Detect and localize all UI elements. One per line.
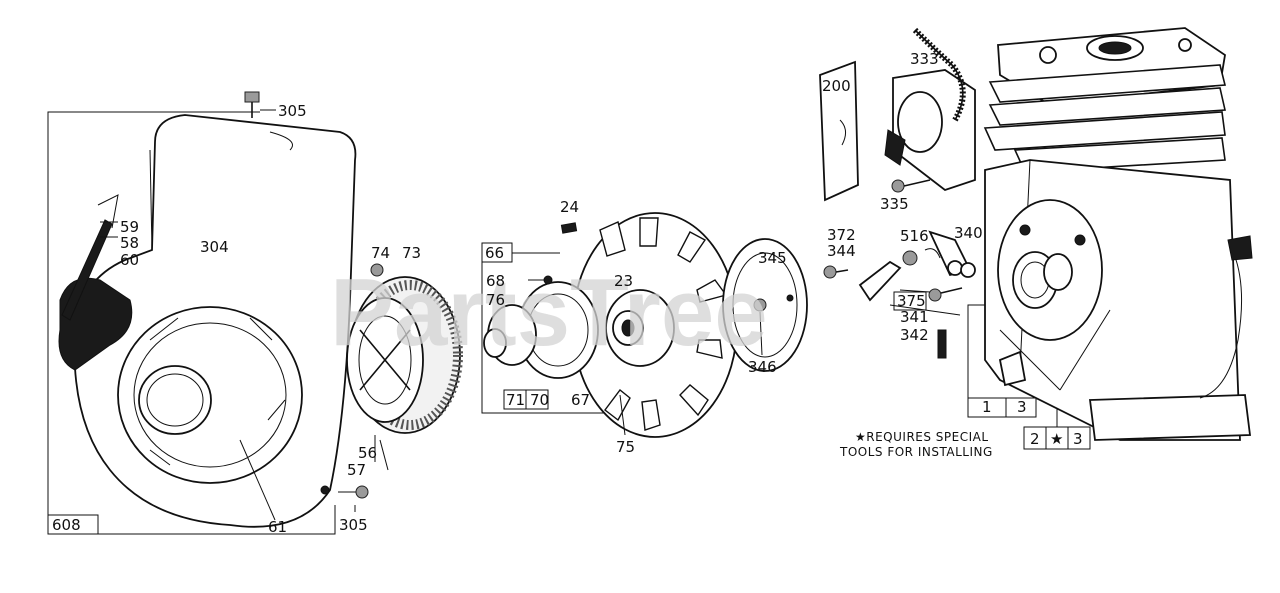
callout-61: 61 [268, 518, 287, 536]
callout-333: 333 [910, 50, 939, 68]
callout-75: 75 [616, 438, 635, 456]
callout-23: 23 [614, 272, 633, 290]
callout-516: 516 [900, 227, 929, 245]
special-tools-note-line1: ★REQUIRES SPECIAL [855, 430, 989, 444]
callout-2: 2 [1030, 430, 1040, 448]
watermark: PartsTree [330, 259, 768, 366]
callout-59: 59 [120, 218, 139, 236]
callout-344: 344 [827, 242, 856, 260]
callout-67: 67 [571, 391, 590, 409]
callout-68: 68 [486, 272, 505, 290]
callout-345: 345 [758, 249, 787, 267]
callout-3b: 3 [1073, 430, 1083, 448]
blower-housing-group [47, 91, 369, 535]
armature-group [819, 27, 976, 359]
callout-66: 66 [485, 244, 504, 262]
callout-3a: 3 [1017, 398, 1027, 416]
callout-342: 342 [900, 326, 929, 344]
special-tools-note-line2: TOOLS FOR INSTALLING [839, 445, 993, 459]
rotating-screen [346, 263, 463, 471]
callout-200: 200 [822, 77, 851, 95]
callout-304: 304 [200, 238, 229, 256]
callout-76: 76 [486, 291, 505, 309]
callout-71: 71 [506, 391, 525, 409]
callout-58: 58 [120, 234, 139, 252]
callout-70: 70 [530, 391, 549, 409]
callout-341: 341 [900, 308, 929, 326]
callout-335: 335 [880, 195, 909, 213]
callout-73: 73 [402, 244, 421, 262]
callout-346: 346 [748, 358, 777, 376]
callout-1: 1 [982, 398, 992, 416]
flywheel-group [481, 212, 808, 438]
callout-305-bottom: 305 [339, 516, 368, 534]
callout-305-top: 305 [278, 102, 307, 120]
callout-74: 74 [371, 244, 390, 262]
callout-57: 57 [347, 461, 366, 479]
callout-60: 60 [120, 251, 139, 269]
callout-56: 56 [358, 444, 377, 462]
callout-375: 375 [897, 292, 926, 310]
callout-608: 608 [52, 516, 81, 534]
callout-star: ★ [1050, 430, 1063, 448]
cylinder-block [967, 27, 1253, 450]
callout-24: 24 [560, 198, 579, 216]
callout-340: 340 [954, 224, 983, 242]
callout-372: 372 [827, 226, 856, 244]
